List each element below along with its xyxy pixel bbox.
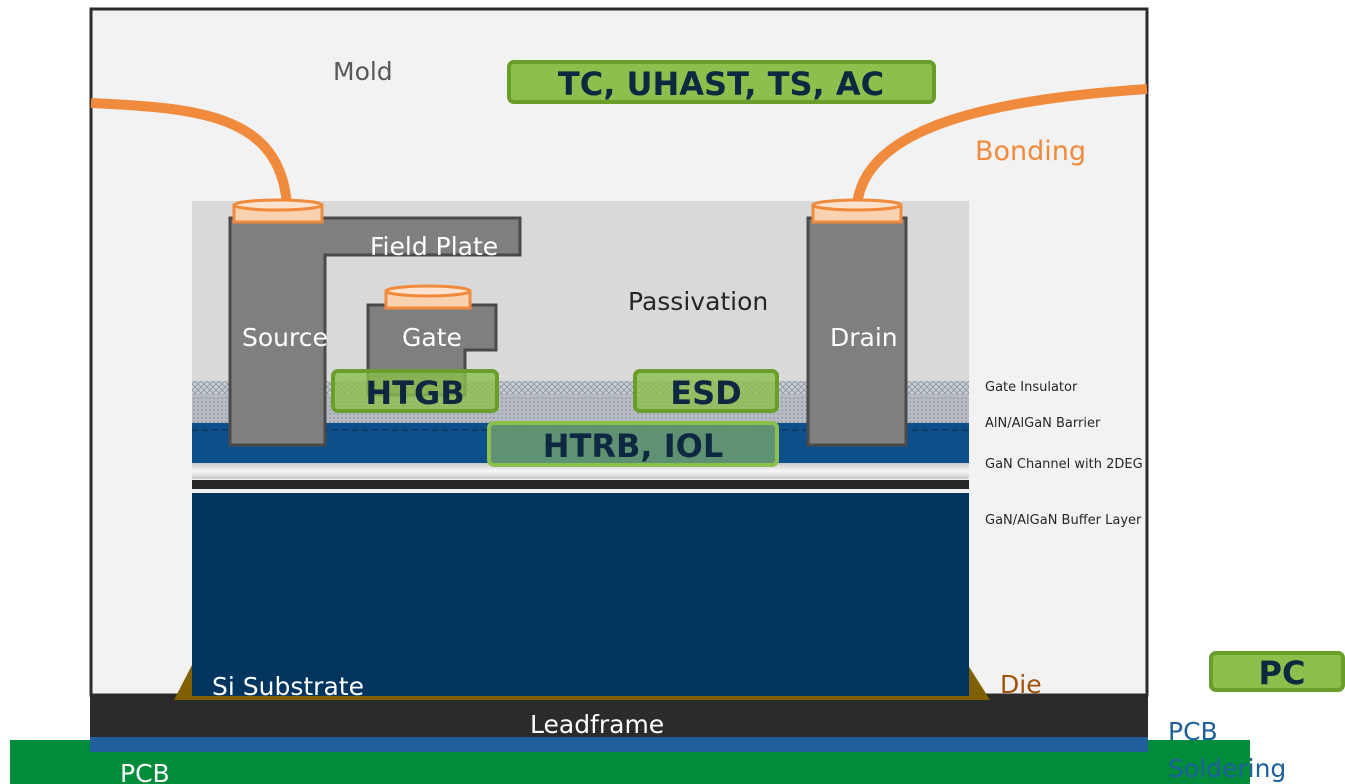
svg-text:HTRB, IOL: HTRB, IOL [543, 427, 723, 465]
leadframe-label: Leadframe [530, 710, 664, 739]
drain-bond-pad [811, 198, 903, 224]
die-label: Die [1000, 670, 1042, 699]
pcb-soldering-label-line1: PCB [1168, 717, 1218, 746]
tag-htrb-iol: HTRB, IOL [487, 421, 779, 467]
passivation-label: Passivation [628, 287, 768, 316]
source-bond-wire [90, 98, 292, 206]
svg-text:TC, UHAST, TS, AC: TC, UHAST, TS, AC [558, 65, 884, 103]
pcb-soldering-layer [90, 736, 1148, 752]
mold-label: Mold [333, 57, 393, 86]
svg-text:HTGB: HTGB [365, 374, 464, 412]
si-substrate-label: Si Substrate [212, 672, 364, 701]
drain-bond-wire [852, 84, 1148, 206]
svg-text:PC: PC [1259, 654, 1306, 692]
buffer-substrate-layer [192, 493, 969, 696]
bonding-label: Bonding [975, 136, 1086, 167]
leadframe [90, 695, 1148, 737]
tag-esd: ESD [633, 369, 779, 413]
gate-insulator-label: Gate Insulator [985, 380, 1078, 395]
drain-metal [806, 216, 908, 447]
field-plate-label: Field Plate [370, 232, 498, 261]
source-bond-pad [232, 198, 324, 224]
tag-pc: PC [1209, 651, 1345, 692]
source-label: Source [242, 323, 328, 352]
buffer-label: GaN/AlGaN Buffer Layer [985, 513, 1142, 528]
svg-text:ESD: ESD [670, 374, 741, 412]
pcb-label: PCB [120, 759, 170, 784]
gate-bond-pad [384, 284, 472, 310]
channel-dark-stripe [192, 480, 969, 489]
drain-label: Drain [830, 323, 898, 352]
gate-label: Gate [402, 323, 462, 352]
tag-htgb: HTGB [331, 369, 499, 413]
source-field-plate-metal [228, 216, 522, 447]
tag-package-tests: TC, UHAST, TS, AC [507, 60, 936, 104]
channel-label: GaN Channel with 2DEG [985, 457, 1143, 472]
pcb-soldering-label-line2: Soldering [1168, 754, 1286, 783]
barrier-label: AlN/AlGaN Barrier [985, 416, 1101, 431]
gan-channel-layer [192, 463, 969, 479]
